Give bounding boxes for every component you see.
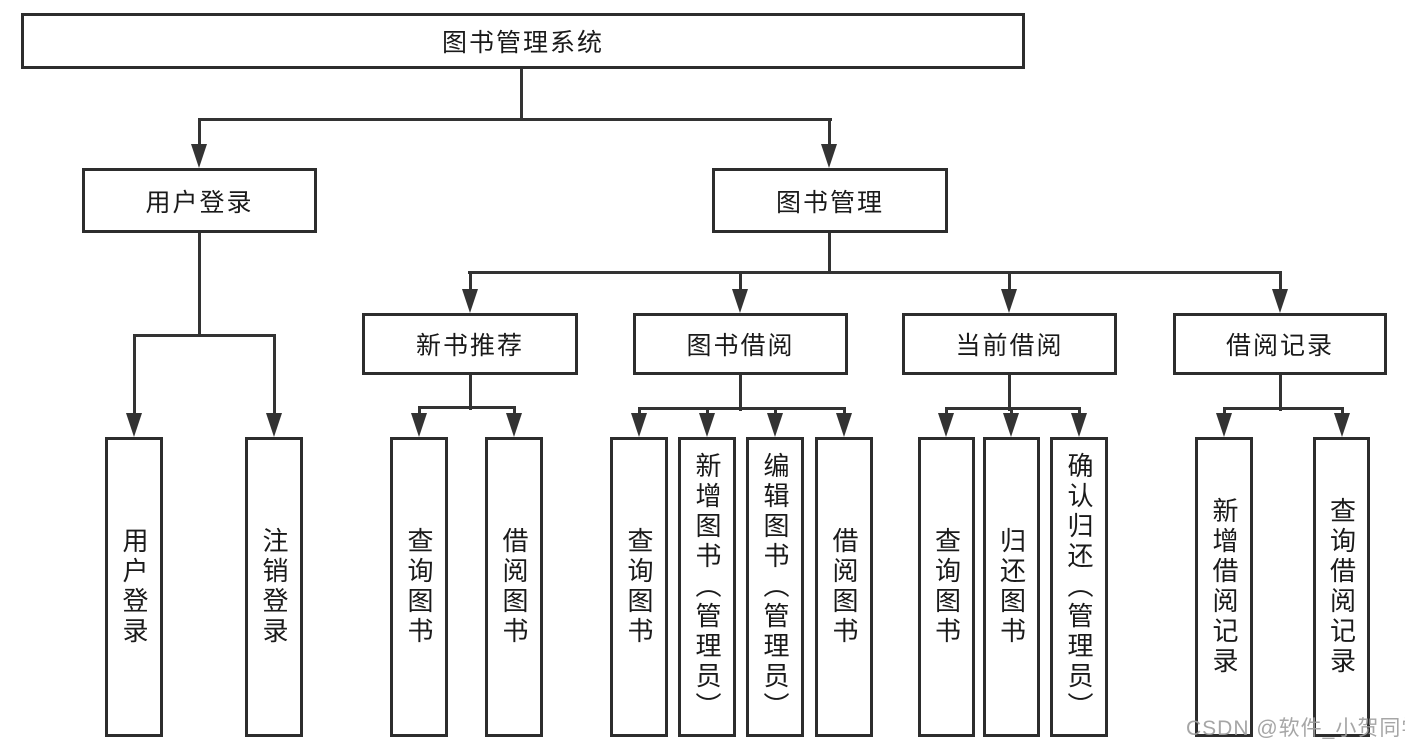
connector-to-new-book (469, 271, 472, 291)
connector-to-cb-confirm (1078, 407, 1081, 417)
connector-book-borrow-branch (638, 407, 846, 410)
node-leaf-user-login: 用户登录 (105, 437, 163, 737)
node-leaf-logout: 注销登录 (245, 437, 303, 737)
connector-to-leaf-logout (273, 334, 276, 415)
arrowhead-to-cb-query (938, 413, 954, 437)
node-user-login: 用户登录 (82, 168, 317, 233)
arrowhead-to-bb-borrow (836, 413, 852, 437)
connector-to-br-query (1341, 407, 1344, 417)
node-book-mgmt: 图书管理 (712, 168, 948, 233)
connector-new-book-branch (418, 406, 516, 409)
arrowhead-to-cb-return (1003, 413, 1019, 437)
arrowhead-to-new-book (462, 289, 478, 313)
node-leaf-cb-query-books: 查询图书 (918, 437, 975, 737)
connector-new-book-stem (469, 375, 472, 410)
node-leaf-cb-confirm-return-admin: 确认归还（管理员） (1050, 437, 1108, 737)
arrowhead-to-nb-query (411, 413, 427, 437)
connector-to-bb-query (638, 407, 641, 417)
node-leaf-nb-query-books: 查询图书 (390, 437, 448, 737)
connector-to-bb-edit (774, 407, 777, 417)
connector-to-bb-borrow (843, 407, 846, 417)
node-book-borrow: 图书借阅 (633, 313, 848, 375)
connector-to-cb-query (945, 407, 948, 417)
connector-to-book-mgmt (828, 118, 831, 146)
node-leaf-bb-query-books: 查询图书 (610, 437, 668, 737)
node-leaf-bb-edit-books-admin: 编辑图书（管理员） (746, 437, 804, 737)
connector-root-stem (520, 69, 523, 121)
connector-book-borrow-stem (739, 375, 742, 411)
arrowhead-to-br-add (1216, 413, 1232, 437)
arrowhead-to-leaf-logout (266, 413, 282, 437)
node-library-system: 图书管理系统 (21, 13, 1025, 69)
arrowhead-to-leaf-login (126, 413, 142, 437)
arrowhead-to-book-mgmt (821, 144, 837, 168)
arrowhead-to-user-login (191, 144, 207, 168)
node-leaf-nb-borrow-books: 借阅图书 (485, 437, 543, 737)
node-leaf-bb-add-books-admin: 新增图书（管理员） (678, 437, 736, 737)
connector-user-login-stem (198, 233, 201, 337)
arrowhead-to-bb-edit (767, 413, 783, 437)
connector-to-book-borrow (739, 271, 742, 291)
connector-to-leaf-login (133, 334, 136, 415)
arrowhead-to-bb-add (699, 413, 715, 437)
connector-current-borrow-stem (1008, 375, 1011, 411)
connector-borrow-record-stem (1279, 375, 1282, 411)
arrowhead-to-bb-query (631, 413, 647, 437)
arrowhead-to-nb-borrow (506, 413, 522, 437)
connector-user-login-branch (133, 334, 276, 337)
connector-to-current-borrow (1008, 271, 1011, 291)
node-borrow-record: 借阅记录 (1173, 313, 1387, 375)
node-leaf-cb-return-books: 归还图书 (983, 437, 1040, 737)
connector-level1-branch (198, 118, 832, 121)
connector-current-borrow-branch (945, 407, 1081, 410)
arrowhead-to-current-borrow (1001, 289, 1017, 313)
node-leaf-br-query-record: 查询借阅记录 (1313, 437, 1370, 737)
connector-to-nb-query (418, 406, 421, 417)
csdn-watermark: CSDN @软件_小贺同学 (1186, 717, 1405, 740)
connector-to-user-login (198, 118, 201, 146)
node-new-book-recommend: 新书推荐 (362, 313, 578, 375)
node-leaf-br-add-record: 新增借阅记录 (1195, 437, 1253, 737)
connector-book-mgmt-stem (828, 233, 831, 274)
node-leaf-bb-borrow-books: 借阅图书 (815, 437, 873, 737)
connector-to-borrow-record (1279, 271, 1282, 291)
arrowhead-to-cb-confirm (1071, 413, 1087, 437)
connector-to-br-add (1223, 407, 1226, 417)
connector-borrow-record-branch (1223, 407, 1344, 410)
arrowhead-to-br-query (1334, 413, 1350, 437)
connector-level2-branch (468, 271, 1282, 274)
connector-to-nb-borrow (513, 406, 516, 417)
node-current-borrow: 当前借阅 (902, 313, 1117, 375)
arrowhead-to-borrow-record (1272, 289, 1288, 313)
connector-to-cb-return (1010, 407, 1013, 417)
connector-to-bb-add (706, 407, 709, 417)
arrowhead-to-book-borrow (732, 289, 748, 313)
